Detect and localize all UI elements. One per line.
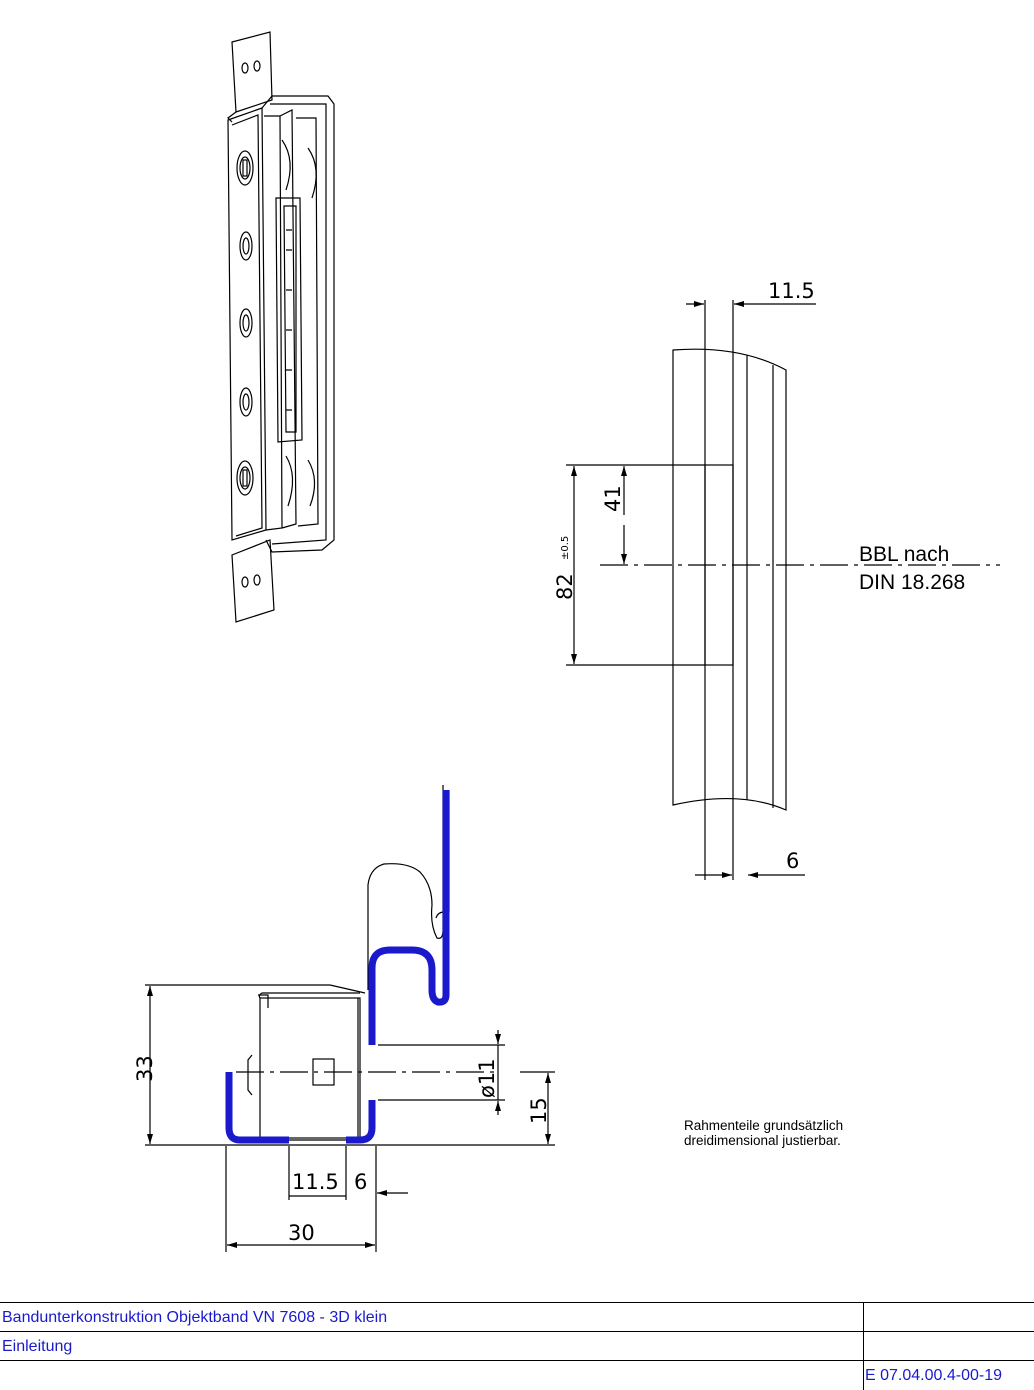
bbl-label-line1: BBL nach [859, 543, 949, 566]
docnumber-row: E 07.04.00.4-00-19 [0, 1360, 1034, 1390]
dim-41: 41 [601, 485, 625, 512]
profile-section-view [145, 785, 555, 1252]
title-block: Bandunterkonstruktion Objektband VN 7608… [0, 1302, 1034, 1390]
document-number: E 07.04.00.4-00-19 [865, 1367, 1002, 1384]
technical-drawing: 11.5 6 82 ±0.5 41 BBL nach DIN 18.268 [133, 31, 1000, 1252]
bbl-label-line2: DIN 18.268 [859, 571, 965, 594]
dim-diameter-11: ø11 [475, 1058, 499, 1098]
dim-11-5-bottom: 11.5 [292, 1170, 339, 1194]
dim-33: 33 [133, 1055, 157, 1082]
adjustment-note: Rahmenteile grundsätzlich dreidimensiona… [684, 1118, 843, 1148]
dim-6-right: 6 [786, 849, 799, 873]
dim-82-tolerance: ±0.5 [560, 536, 571, 560]
hinge-3d-view [227, 31, 335, 623]
note-line1: Rahmenteile grundsätzlich [684, 1118, 844, 1133]
dim-11-5-top: 11.5 [768, 279, 815, 303]
dim-15: 15 [527, 1097, 551, 1124]
profile-side-view [566, 300, 1000, 880]
dim-30: 30 [288, 1221, 315, 1245]
dim-82: 82 [553, 573, 577, 600]
note-line2: dreidimensional justierbar. [684, 1133, 841, 1148]
dim-6-bottom: 6 [354, 1170, 367, 1194]
subtitle-row: Einleitung [0, 1331, 1034, 1361]
drawing-title: Bandunterkonstruktion Objektband VN 7608… [2, 1309, 388, 1326]
title-row: Bandunterkonstruktion Objektband VN 7608… [0, 1302, 1034, 1332]
drawing-subtitle: Einleitung [2, 1338, 73, 1355]
title-block-divider [863, 1302, 864, 1390]
